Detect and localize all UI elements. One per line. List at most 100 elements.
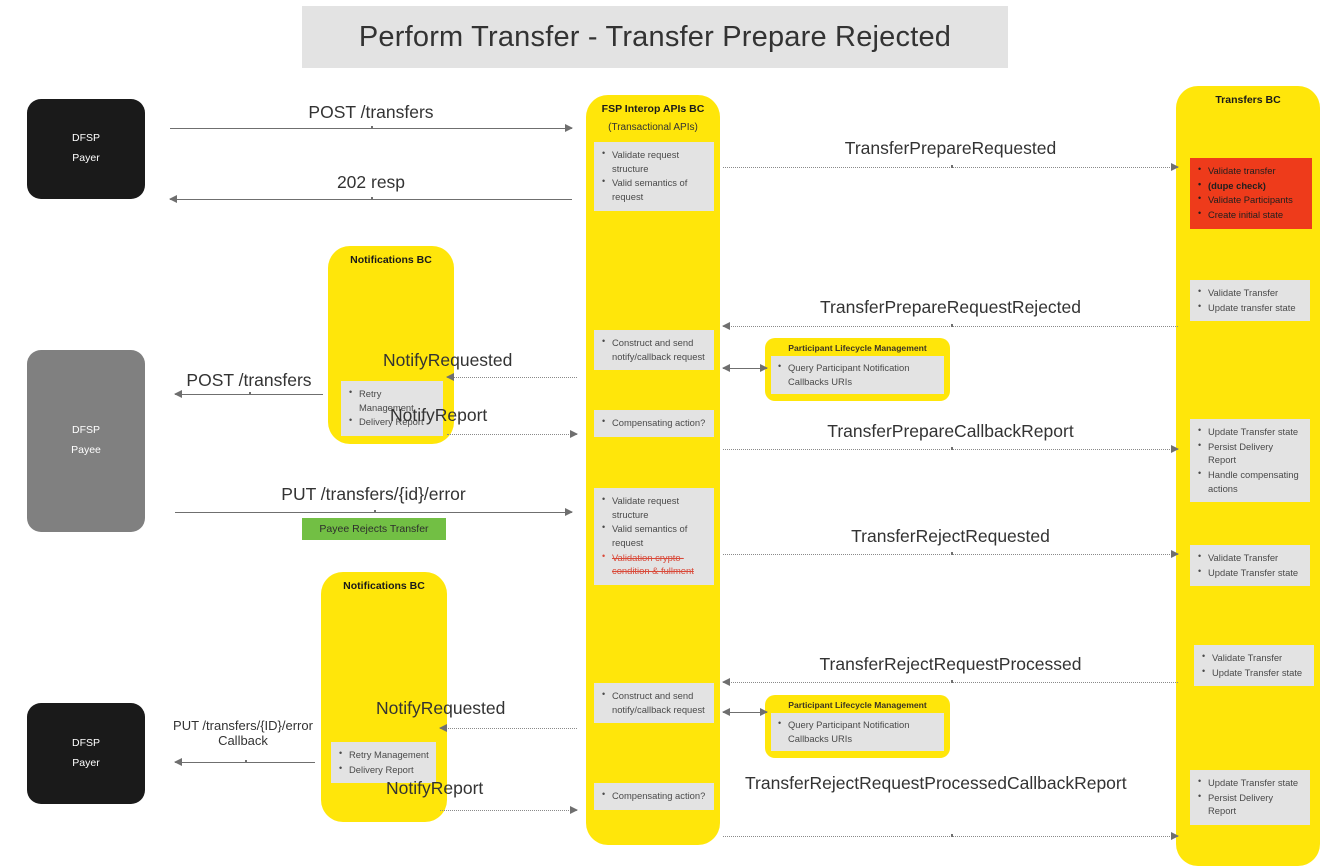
actor-label-line1: DFSP — [71, 132, 100, 145]
page-title: Perform Transfer - Transfer Prepare Reje… — [358, 20, 952, 53]
column-title-transfers: Transfers BC — [1215, 94, 1281, 106]
arrow-transfer-prepare-requested — [723, 163, 1179, 171]
note-transfers-validate-red: Validate transfer (dupe check) Validate … — [1190, 158, 1312, 229]
label-post-transfers-2: POST /transfers — [186, 370, 312, 390]
note-list: Retry Management Delivery Report — [338, 747, 429, 777]
arrow-transfer-reject-requested — [723, 550, 1179, 558]
column-subtitle-fsp-interop: (Transactional APIs) — [608, 122, 698, 133]
note-item: Compensating action? — [601, 415, 707, 430]
arrow-post-transfers-1 — [170, 124, 573, 132]
arrow-notify-report-1 — [447, 430, 578, 438]
note-notifications-retry-1: Retry Management Delivery Report — [341, 381, 443, 436]
actor-dfsp-payer-top: DFSP Payer — [27, 99, 145, 199]
note-fsp-validate-request-2: Validate request structure Valid semanti… — [594, 488, 714, 585]
note-item-bold: (dupe check) — [1197, 178, 1305, 193]
label-notify-requested-2: NotifyRequested — [376, 698, 506, 718]
arrow-202-resp — [169, 195, 572, 203]
arrow-fsp-to-plm-top — [722, 364, 768, 372]
note-item: Persist Delivery Report — [1197, 790, 1303, 818]
arrow-shaft — [440, 728, 577, 729]
arrow-transfer-prepare-request-rejected — [722, 322, 1178, 330]
note-item: Delivery Report — [338, 762, 429, 777]
note-item: Validate Transfer — [1197, 550, 1303, 565]
note-transfers-6: Update Transfer state Persist Delivery R… — [1190, 770, 1310, 825]
note-list: Validate request structure Valid semanti… — [601, 147, 707, 204]
label-put-transfers-error: PUT /transfers/{id}/error — [281, 484, 466, 504]
arrow-midtick — [373, 510, 376, 513]
arrowhead-left — [446, 373, 454, 381]
note-fsp-compensating-1: Compensating action? — [594, 410, 714, 437]
note-item: Persist Delivery Report — [1197, 439, 1303, 467]
note-list: Validate Transfer Update Transfer state — [1201, 650, 1307, 680]
label-notify-report-1: NotifyReport — [390, 405, 488, 425]
arrowhead-left — [722, 364, 730, 372]
diagram-title-band: Perform Transfer - Transfer Prepare Reje… — [302, 6, 1008, 68]
plm-note: Query Participant Notification Callbacks… — [771, 356, 944, 395]
arrow-post-transfers-2 — [174, 390, 323, 398]
arrow-midtick — [950, 447, 953, 450]
label-transfer-reject-request-processed-callback-report: TransferRejectRequestProcessedCallbackRe… — [745, 773, 1127, 793]
arrow-notify-requested-1 — [446, 373, 577, 381]
participant-lifecycle-management-top: Participant Lifecycle Management Query P… — [765, 338, 950, 402]
arrowhead-right — [565, 508, 573, 516]
note-fsp-validate-request-1: Validate request structure Valid semanti… — [594, 142, 714, 211]
arrowhead-right — [760, 364, 768, 372]
note-item: Update Transfer state — [1197, 565, 1303, 580]
note-transfers-3: Update Transfer state Persist Delivery R… — [1190, 419, 1310, 503]
arrow-midtick — [950, 552, 953, 555]
note-list: Update Transfer state Persist Delivery R… — [1197, 424, 1303, 495]
arrowhead-left — [722, 322, 730, 330]
arrowhead-right — [565, 124, 573, 132]
arrowhead-left — [439, 724, 447, 732]
arrow-midtick — [950, 680, 953, 683]
arrowhead-right — [570, 430, 578, 438]
plm-title: Participant Lifecycle Management — [788, 343, 927, 353]
note-item: Construct and send notify/callback reque… — [601, 335, 707, 363]
arrow-midtick — [950, 324, 953, 327]
arrowhead-left — [174, 758, 182, 766]
note-item: Handle compensating actions — [1197, 467, 1303, 495]
note-fsp-construct-notify-1: Construct and send notify/callback reque… — [594, 330, 714, 371]
note-item: Update Transfer state — [1201, 665, 1307, 680]
note-list: Construct and send notify/callback reque… — [601, 335, 707, 363]
note-item: Delivery Report — [348, 414, 436, 429]
actor-dfsp-payee: DFSP Payee — [27, 350, 145, 532]
note-list: Retry Management Delivery Report — [348, 386, 436, 429]
label-transfer-reject-request-processed: TransferRejectRequestProcessed — [819, 654, 1082, 674]
label-transfer-reject-requested: TransferRejectRequested — [851, 526, 1050, 546]
arrow-notify-report-2 — [440, 806, 578, 814]
note-list: Validate transfer (dupe check) Validate … — [1197, 163, 1305, 222]
callout-payee-rejects-transfer: Payee Rejects Transfer — [302, 518, 446, 540]
note-item: Create initial state — [1197, 207, 1305, 222]
note-item: Validate request structure — [601, 147, 707, 175]
arrow-put-transfers-error-callback — [174, 758, 315, 766]
label-line-1: PUT /transfers/{ID}/error — [173, 718, 313, 733]
arrowhead-right — [1171, 550, 1179, 558]
arrowhead-right — [570, 806, 578, 814]
note-transfers-2: Validate Transfer Update transfer state — [1190, 280, 1310, 322]
actor-label-line2: Payer — [72, 152, 100, 164]
arrowhead-right — [760, 708, 768, 716]
label-post-transfers-1: POST /transfers — [308, 102, 434, 122]
arrow-shaft — [447, 434, 577, 435]
callout-label: Payee Rejects Transfer — [319, 523, 429, 535]
note-list: Query Participant Notification Callbacks… — [777, 360, 938, 388]
note-item: Update Transfer state — [1197, 775, 1303, 790]
arrowhead-left — [169, 195, 177, 203]
arrow-fsp-to-plm-bottom — [722, 708, 768, 716]
plm-note: Query Participant Notification Callbacks… — [771, 713, 944, 752]
arrowhead-right — [1171, 445, 1179, 453]
arrowhead-right — [1171, 832, 1179, 840]
label-notify-requested-1: NotifyRequested — [383, 350, 513, 370]
arrow-midtick — [950, 834, 953, 837]
actor-dfsp-payer-bottom: DFSP Payer — [27, 703, 145, 804]
arrow-shaft — [447, 377, 577, 378]
label-202-resp: 202 resp — [336, 172, 406, 192]
note-transfers-5: Validate Transfer Update Transfer state — [1194, 645, 1314, 687]
note-item: Valid semantics of request — [601, 175, 707, 203]
note-list: Validate Transfer Update transfer state — [1197, 285, 1303, 314]
arrow-midtick — [249, 392, 251, 395]
note-item: Compensating action? — [601, 788, 707, 803]
arrow-midtick — [371, 126, 373, 129]
actor-label-line2: Payee — [71, 444, 101, 456]
